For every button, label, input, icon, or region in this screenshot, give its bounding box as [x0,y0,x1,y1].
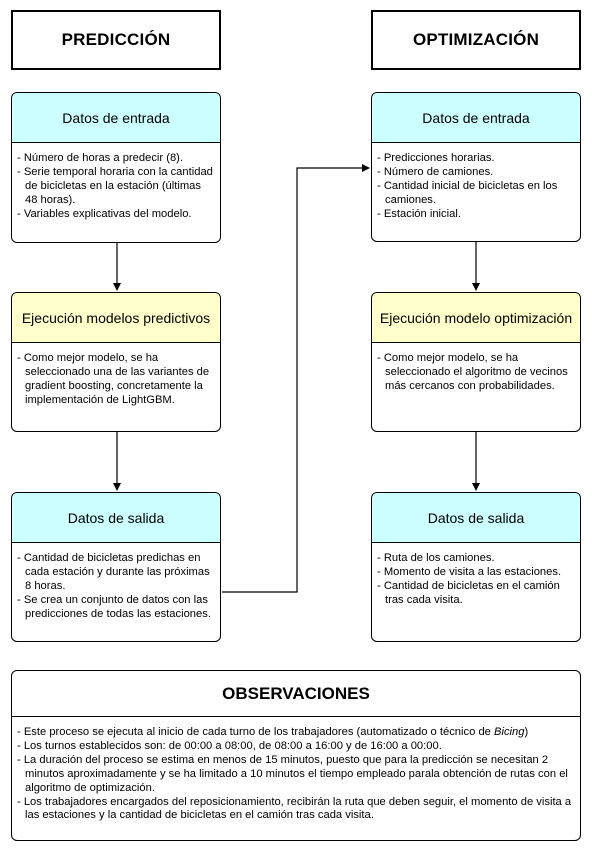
list-item: - Momento de visita a las estaciones. [377,566,562,578]
list-item: - Cantidad inicial de bicicletas en los … [377,180,558,206]
arrow-pred-salida-to-opt-entrada [222,164,370,593]
list-item: - Estación inicial. [377,208,461,220]
opt-ejecucion-body: - Como mejor modelo, se ha seleccionado … [372,343,580,393]
opt-datos-salida-card: Datos de salida - Ruta de los camiones. … [371,492,581,642]
opt-datos-entrada-body: - Predicciones horarias. - Número de cam… [372,143,580,221]
pred-ejecucion-body: - Como mejor modelo, se ha seleccionado … [12,343,220,407]
pred-datos-salida-header: Datos de salida [12,493,220,543]
list-item: - Este proceso se ejecuta al inicio de c… [17,726,574,740]
list-item: - Cantidad de bicicletas predichas en ca… [17,552,210,592]
list-item: - Los turnos establecidos son: de 00:00 … [17,739,442,752]
observaciones-body: - Este proceso se ejecuta al inicio de c… [12,717,580,823]
pred-datos-entrada-card: Datos de entrada - Número de horas a pre… [11,92,221,243]
list-item: - Serie temporal horaria con la cantidad… [17,166,213,206]
list-item: - Ruta de los camiones. [377,552,495,564]
optimizacion-title: OPTIMIZACIÓN [371,10,581,70]
pred-ejecucion-card: Ejecución modelos predictivos - Como mej… [11,292,221,432]
list-item: - Número de horas a predecir (8). [17,152,184,164]
pred-datos-salida-body: - Cantidad de bicicletas predichas en ca… [12,543,220,621]
observaciones-title: OBSERVACIONES [12,671,580,717]
opt-ejecucion-card: Ejecución modelo optimización - Como mej… [371,292,581,432]
opt-datos-entrada-card: Datos de entrada - Predicciones horarias… [371,92,581,242]
opt-datos-salida-header: Datos de salida [372,493,580,543]
list-item: - Variables explicativas del modelo. [17,208,192,220]
list-item: - La duración del proceso se estima en m… [17,753,568,794]
obs-line1-suffix: ) [524,726,529,738]
prediccion-title: PREDICCIÓN [11,10,221,70]
opt-datos-salida-body: - Ruta de los camiones. - Momento de vis… [372,543,580,607]
list-item: - Número de camiones. [377,166,494,178]
obs-line1-prefix: - Este proceso se ejecuta al inicio de c… [17,726,494,738]
pred-datos-entrada-body: - Número de horas a predecir (8). - Seri… [12,143,220,221]
observaciones-card: OBSERVACIONES - Este proceso se ejecuta … [11,670,581,841]
pred-datos-salida-card: Datos de salida - Cantidad de bicicletas… [11,492,221,642]
list-item: - Como mejor modelo, se ha seleccionado … [17,352,210,406]
opt-ejecucion-header: Ejecución modelo optimización [372,293,580,343]
opt-datos-entrada-header: Datos de entrada [372,93,580,143]
list-item: - Los trabajadores encargados del reposi… [17,795,572,822]
pred-datos-entrada-header: Datos de entrada [12,93,220,143]
list-item: - Cantidad de bicicletas en el camión tr… [377,580,560,606]
list-item: - Como mejor modelo, se ha seleccionado … [377,352,568,392]
list-item: - Predicciones horarias. [377,152,495,164]
list-item: - Se crea un conjunto de datos con las p… [17,594,211,620]
pred-ejecucion-header: Ejecución modelos predictivos [12,293,220,343]
obs-line1-italic: Bicing [494,726,525,738]
